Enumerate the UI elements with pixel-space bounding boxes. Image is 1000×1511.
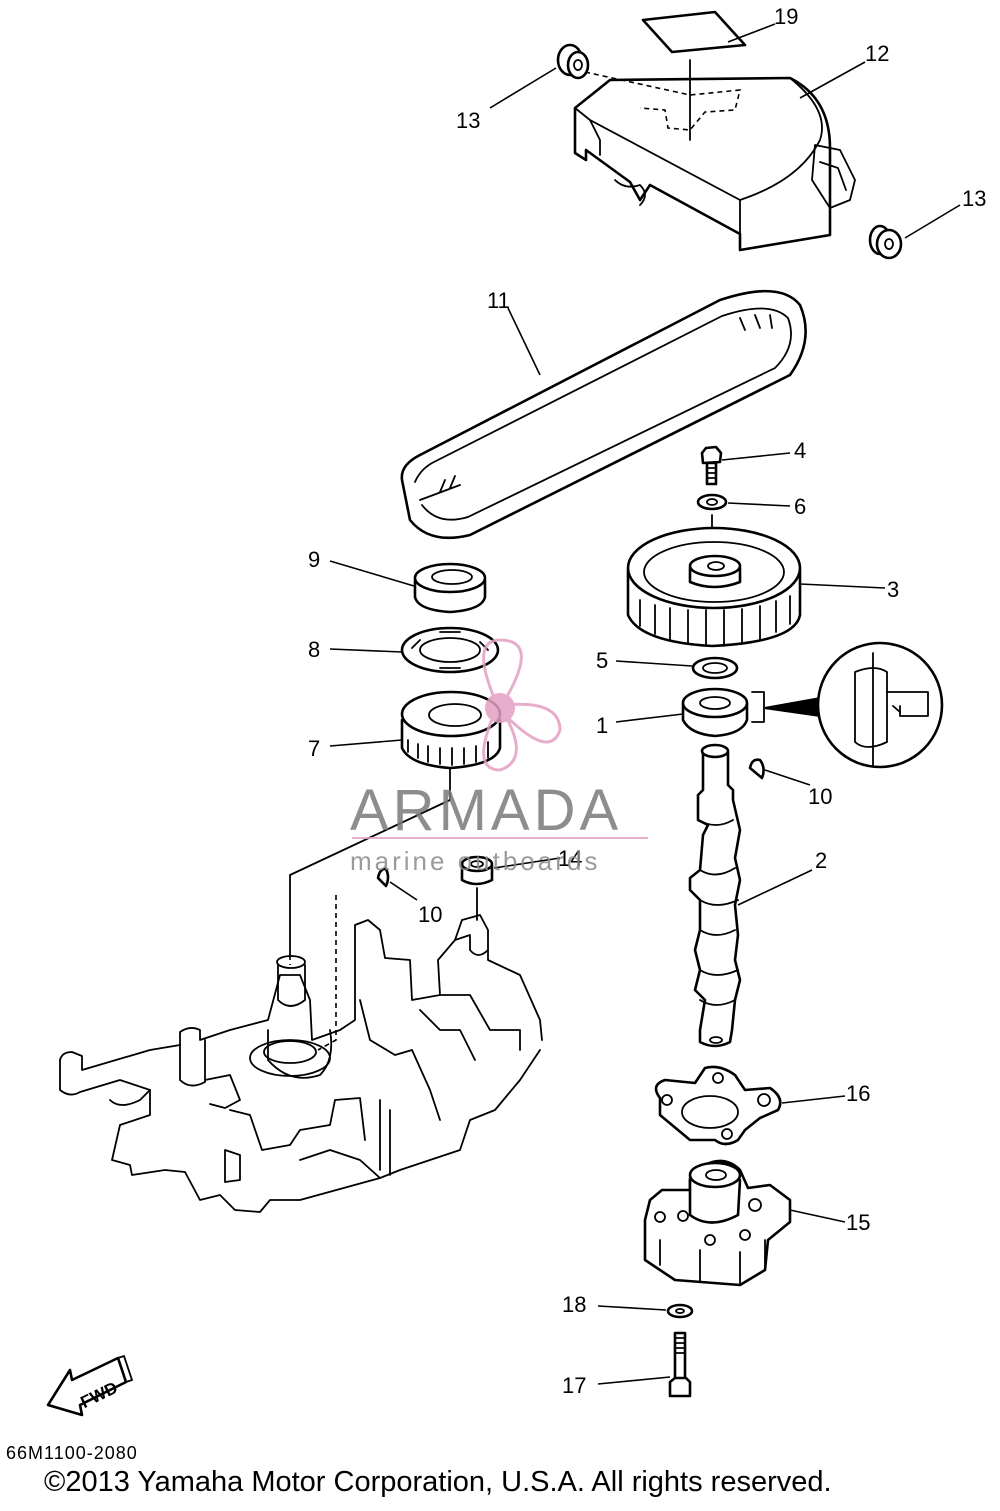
callout-3[interactable]: 3 [887, 577, 899, 602]
part-10-key-crank[interactable] [376, 867, 390, 888]
leader-lines [329, 23, 961, 1385]
fwd-direction-arrow: FWD [46, 1355, 133, 1417]
part-12-belt-cover[interactable] [573, 71, 856, 252]
part-11-timing-belt[interactable] [400, 289, 807, 540]
part-4-bolt[interactable] [700, 445, 723, 486]
callout-17[interactable]: 17 [562, 1373, 586, 1398]
part-19-label[interactable] [641, 10, 747, 141]
part-2-camshaft[interactable] [688, 743, 742, 1048]
part-14-plug[interactable] [460, 855, 494, 921]
callout-10-cam[interactable]: 10 [808, 784, 832, 809]
callout-19[interactable]: 19 [774, 4, 798, 29]
part-1-oil-seal[interactable] [681, 687, 824, 738]
part-7-crank-pulley[interactable] [289, 690, 502, 956]
callouts: 19 12 13 13 11 4 6 3 9 8 5 1 7 10 2 14 1… [308, 4, 986, 1398]
callout-16[interactable]: 16 [846, 1081, 870, 1106]
part-10-key-cam[interactable] [748, 758, 765, 780]
callout-2[interactable]: 2 [815, 848, 827, 873]
callout-8[interactable]: 8 [308, 637, 320, 662]
callout-1[interactable]: 1 [596, 713, 608, 738]
callout-12[interactable]: 12 [865, 41, 889, 66]
watermark-tagline: marine outboards [350, 846, 600, 876]
part-8-plate[interactable] [400, 626, 500, 674]
armada-watermark: ARMADA marine outboards [350, 638, 648, 876]
callout-10-crank[interactable]: 10 [418, 902, 442, 927]
callout-15[interactable]: 15 [846, 1210, 870, 1235]
callout-11[interactable]: 11 [487, 288, 510, 313]
callout-18[interactable]: 18 [562, 1292, 586, 1317]
detail-inset-circle [816, 641, 944, 769]
part-9-oil-seal[interactable] [413, 562, 487, 614]
part-5-washer[interactable] [691, 656, 739, 680]
callout-7[interactable]: 7 [308, 736, 320, 761]
diagram-code: 66M1100-2080 [6, 1443, 138, 1463]
crankcase-outline [59, 895, 543, 1213]
part-13-grommet-right[interactable] [868, 224, 903, 260]
callout-4[interactable]: 4 [794, 438, 806, 463]
callout-5[interactable]: 5 [596, 648, 608, 673]
callout-9[interactable]: 9 [308, 547, 320, 572]
callout-13-right[interactable]: 13 [962, 186, 986, 211]
copyright-notice: ©2013 Yamaha Motor Corporation, U.S.A. A… [44, 1466, 832, 1498]
watermark-brand: ARMADA [350, 778, 622, 843]
part-3-cam-pulley[interactable] [626, 526, 802, 648]
callout-6[interactable]: 6 [794, 494, 806, 519]
part-13-grommet-top[interactable] [556, 43, 590, 80]
callout-14[interactable]: 14 [558, 846, 582, 871]
propeller-logo-icon [482, 638, 562, 772]
part-16-gasket[interactable] [654, 1065, 782, 1146]
callout-13-top[interactable]: 13 [456, 108, 480, 133]
part-17-bolt[interactable] [668, 1331, 692, 1398]
part-18-washer[interactable] [666, 1303, 694, 1319]
part-15-oil-pump[interactable] [643, 1159, 792, 1287]
